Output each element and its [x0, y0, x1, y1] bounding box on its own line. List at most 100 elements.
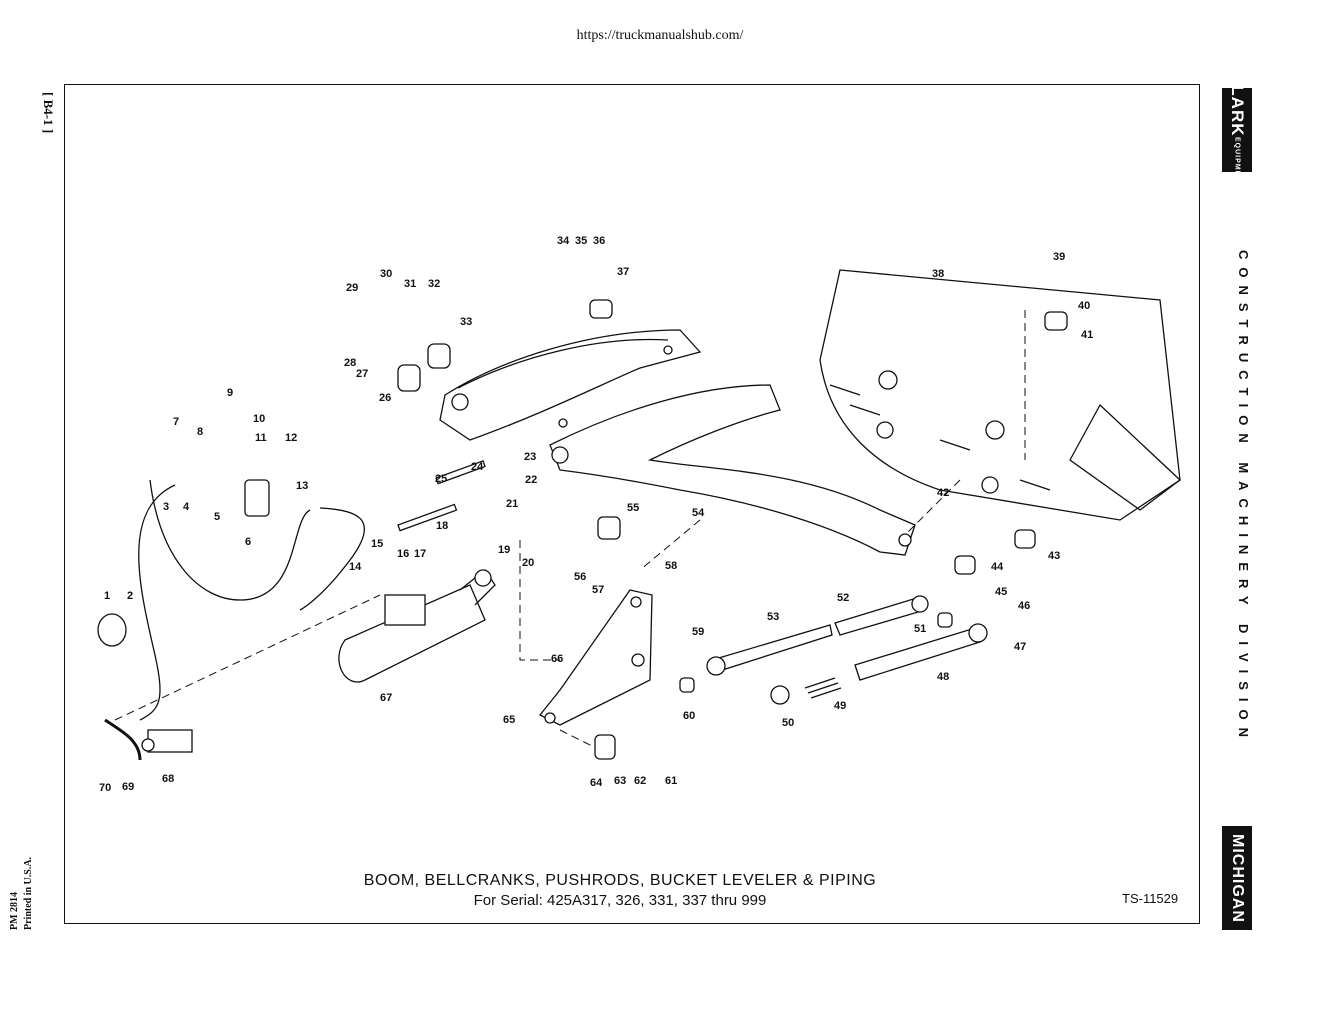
callout-15: 15	[371, 538, 383, 550]
callout-62: 62	[634, 775, 646, 787]
callout-2: 2	[127, 590, 133, 602]
callout-38: 38	[932, 268, 944, 280]
callout-30: 30	[380, 268, 392, 280]
callout-40: 40	[1078, 300, 1090, 312]
solenoid-body	[244, 479, 270, 517]
callout-52: 52	[837, 592, 849, 604]
rod-18	[397, 503, 458, 532]
hydraulic-line-2	[149, 479, 311, 601]
bellcrank-bottom-pin	[544, 712, 556, 724]
hydraulic-hose	[104, 718, 142, 761]
bucket-leveler	[854, 627, 981, 681]
boom-upper-pivot	[451, 393, 469, 411]
callout-68: 68	[162, 773, 174, 785]
routing-line-4	[904, 479, 961, 536]
routing-line-1	[114, 594, 381, 721]
callout-3: 3	[163, 501, 169, 513]
callout-28: 28	[344, 357, 356, 369]
callout-25: 25	[435, 473, 447, 485]
callout-17: 17	[414, 548, 426, 560]
pushrod-rear-eye	[911, 595, 929, 613]
boom-upper-tip-hole	[663, 345, 673, 355]
pushrod-end	[706, 656, 726, 676]
bushing-51	[937, 612, 953, 628]
bucket-hinge-1	[878, 370, 898, 390]
callout-12: 12	[285, 432, 297, 444]
callout-60: 60	[683, 710, 695, 722]
callout-32: 32	[428, 278, 440, 290]
callout-33: 33	[460, 316, 472, 328]
callout-8: 8	[197, 426, 203, 438]
boom-arm-upper-edge	[457, 338, 669, 389]
boom-lower-pivot	[551, 446, 569, 464]
callout-39: 39	[1053, 251, 1065, 263]
bellcrank-top-pin	[630, 596, 642, 608]
callouts: 1 2 3 4 5 6 7 8 9 10 11 12 13 14 15 16 1…	[99, 235, 1093, 794]
callout-37: 37	[617, 266, 629, 278]
callout-10: 10	[253, 413, 265, 425]
callout-47: 47	[1014, 641, 1026, 653]
routing-line-6	[559, 729, 601, 751]
clark-logo: CLARK EQUIPMENT	[1222, 72, 1252, 188]
callout-49: 49	[834, 700, 846, 712]
bushing-55	[597, 516, 621, 540]
leveler-spring	[804, 677, 842, 699]
page-ref: [ B4-1 ]	[41, 92, 56, 134]
callout-34: 34	[557, 235, 570, 247]
callout-5: 5	[214, 511, 220, 523]
callout-55: 55	[627, 502, 639, 514]
callout-19: 19	[498, 544, 510, 556]
bushing-37	[589, 299, 613, 319]
michigan-logo: MICHIGAN	[1222, 826, 1252, 930]
callout-42: 42	[937, 487, 949, 499]
callout-24: 24	[471, 461, 484, 473]
bucket-hinge-3	[985, 420, 1005, 440]
division-text: CONSTRUCTION MACHINERY DIVISION	[1236, 250, 1251, 746]
callout-48: 48	[937, 671, 949, 683]
callout-43: 43	[1048, 550, 1060, 562]
callout-56: 56	[574, 571, 586, 583]
callout-45: 45	[995, 586, 1007, 598]
callout-64: 64	[590, 777, 603, 789]
callout-46: 46	[1018, 600, 1030, 612]
callout-13: 13	[296, 480, 308, 492]
callout-18: 18	[436, 520, 448, 532]
bellcrank	[538, 589, 653, 726]
header-url: https://truckmanualshub.com/	[576, 28, 744, 43]
valve-body	[147, 729, 193, 753]
callout-58: 58	[665, 560, 677, 572]
bucket-leveler-eye	[968, 623, 988, 643]
pushrod	[711, 624, 833, 673]
diagram-subtitle: For Serial: 425A317, 326, 331, 337 thru …	[473, 892, 767, 909]
callout-4: 4	[183, 501, 190, 513]
bucket-hinge-2	[876, 421, 894, 439]
callout-23: 23	[524, 451, 536, 463]
boom-lower-tip	[898, 533, 912, 547]
callout-69: 69	[122, 781, 134, 793]
callout-50: 50	[782, 717, 794, 729]
callout-7: 7	[173, 416, 179, 428]
bellcrank-mid-pin	[631, 653, 645, 667]
cylinder-rod-eye	[474, 569, 492, 587]
callout-35: 35	[575, 235, 587, 247]
callout-70: 70	[99, 782, 111, 794]
callout-61: 61	[665, 775, 677, 787]
callout-54: 54	[692, 507, 705, 519]
bucket	[819, 269, 1181, 521]
bushing-44	[954, 555, 976, 575]
callout-57: 57	[592, 584, 604, 596]
bucket-teeth-row	[829, 384, 1051, 491]
callout-53: 53	[767, 611, 779, 623]
bushing-60	[679, 677, 695, 693]
clark-logo-subtext: EQUIPMENT	[1233, 136, 1241, 188]
callout-9: 9	[227, 387, 233, 399]
bucket-hinge-4	[981, 476, 999, 494]
callout-6: 6	[245, 536, 251, 548]
callout-41: 41	[1081, 329, 1093, 341]
callout-14: 14	[349, 561, 362, 573]
callout-59: 59	[692, 626, 704, 638]
callout-63: 63	[614, 775, 626, 787]
callout-1: 1	[104, 590, 110, 602]
callout-11: 11	[255, 432, 267, 444]
